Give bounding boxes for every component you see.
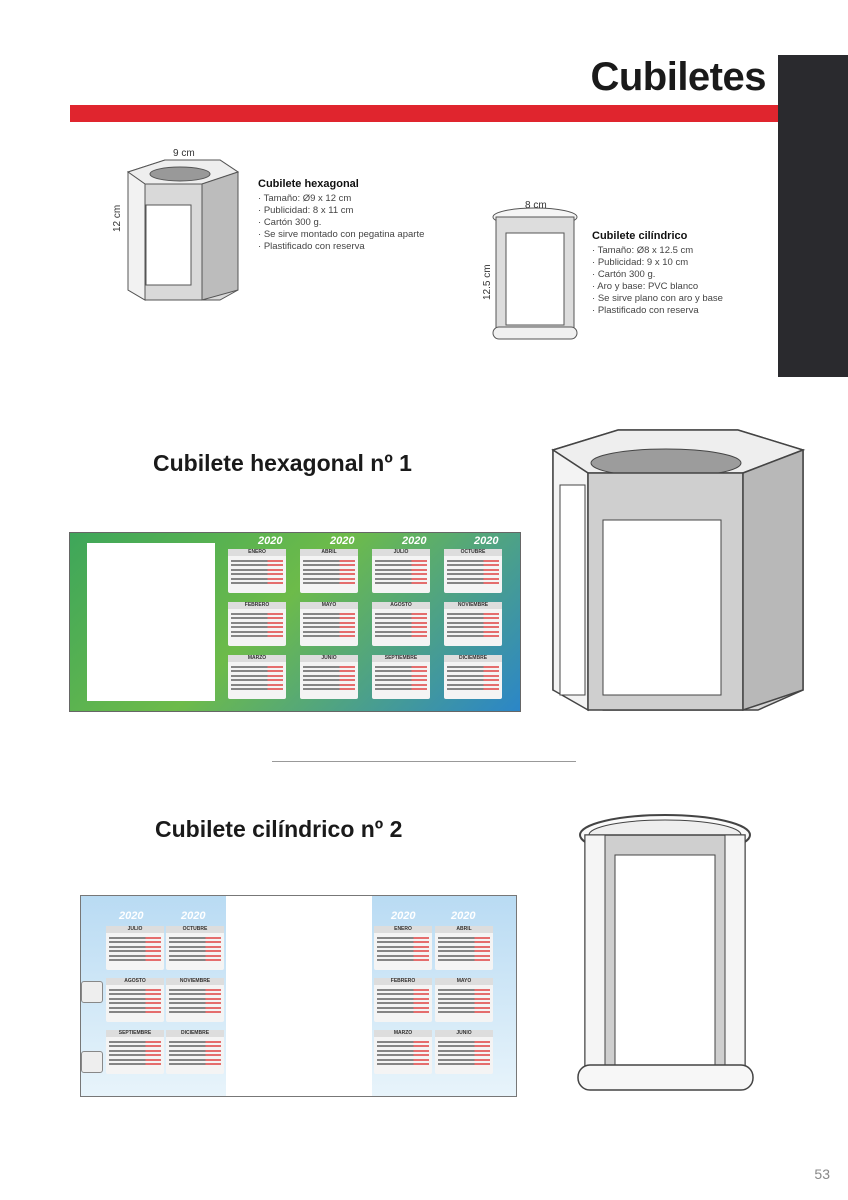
month-name: NOVIEMBRE bbox=[166, 978, 224, 985]
hexagonal-spec: Cubilete hexagonal Tamaño: Ø9 x 12 cm Pu… bbox=[258, 178, 458, 253]
section-title-hexagonal: Cubilete hexagonal nº 1 bbox=[153, 450, 412, 476]
calendar-month: MARZO bbox=[374, 1030, 432, 1074]
spec-item: Publicidad: 8 x 11 cm bbox=[258, 205, 458, 217]
hexagonal-diagram bbox=[126, 159, 240, 301]
calendar-month: MAYO bbox=[300, 602, 358, 646]
month-name: MARZO bbox=[374, 1030, 432, 1037]
year-label: 2020 bbox=[181, 910, 206, 922]
page-title: Cubiletes bbox=[590, 55, 766, 99]
spec-item: Plastificado con reserva bbox=[258, 241, 458, 253]
advertising-area bbox=[226, 896, 372, 1096]
spec-item: Se sirve plano con aro y base bbox=[592, 293, 772, 305]
spec-item: Tamaño: Ø9 x 12 cm bbox=[258, 193, 458, 205]
month-name: OCTUBRE bbox=[444, 549, 502, 556]
hexagonal-cup-illustration bbox=[551, 429, 806, 712]
year-label: 2020 bbox=[119, 910, 144, 922]
year-label: 2020 bbox=[330, 535, 355, 547]
cylindrical-spec-title: Cubilete cilíndrico bbox=[592, 230, 688, 242]
calendar-strip-hexagonal: 2020 2020 2020 2020 ENERO ABRIL JULIO OCTUB… bbox=[69, 532, 521, 712]
advertising-area bbox=[87, 543, 215, 701]
month-name: FEBRERO bbox=[374, 978, 432, 985]
spec-item: Aro y base: PVC blanco bbox=[592, 281, 772, 293]
spec-item: Se sirve montado con pegatina aparte bbox=[258, 229, 458, 241]
cylindrical-height-label: 12.5 cm bbox=[482, 264, 493, 300]
month-name: AGOSTO bbox=[372, 602, 430, 609]
year-label: 2020 bbox=[451, 910, 476, 922]
month-name: JUNIO bbox=[435, 1030, 493, 1037]
section-tab bbox=[778, 55, 848, 377]
month-name: ABRIL bbox=[300, 549, 358, 556]
month-name: NOVIEMBRE bbox=[444, 602, 502, 609]
year-label: 2020 bbox=[402, 535, 427, 547]
month-name: MAYO bbox=[300, 602, 358, 609]
month-name: OCTUBRE bbox=[166, 926, 224, 933]
month-name: MAYO bbox=[435, 978, 493, 985]
calendar-month: ENERO bbox=[228, 549, 286, 593]
calendar-month: AGOSTO bbox=[372, 602, 430, 646]
calendar-month: OCTUBRE bbox=[166, 926, 224, 970]
calendar-month: DICIEMBRE bbox=[444, 655, 502, 699]
calendar-month: FEBRERO bbox=[228, 602, 286, 646]
month-name: MARZO bbox=[228, 655, 286, 662]
month-name: JULIO bbox=[372, 549, 430, 556]
month-name: DICIEMBRE bbox=[444, 655, 502, 662]
spec-item: Cartón 300 g. bbox=[258, 217, 458, 229]
calendar-month: ABRIL bbox=[435, 926, 493, 970]
month-name: ENERO bbox=[374, 926, 432, 933]
month-name: JUNIO bbox=[300, 655, 358, 662]
calendar-month: NOVIEMBRE bbox=[444, 602, 502, 646]
cylindrical-cup-illustration bbox=[577, 814, 754, 1091]
cylindrical-diagram bbox=[492, 207, 578, 340]
month-name: SEPTIEMBRE bbox=[106, 1030, 164, 1037]
hexagonal-height-label: 12 cm bbox=[112, 204, 123, 232]
calendar-month: MAYO bbox=[435, 978, 493, 1022]
calendar-month: SEPTIEMBRE bbox=[372, 655, 430, 699]
month-name: ENERO bbox=[228, 549, 286, 556]
tab-icon bbox=[81, 981, 103, 1003]
spec-item: Plastificado con reserva bbox=[592, 305, 772, 317]
month-name: JULIO bbox=[106, 926, 164, 933]
month-name: SEPTIEMBRE bbox=[372, 655, 430, 662]
cylindrical-width-label: 8 cm bbox=[525, 200, 547, 211]
month-name: DICIEMBRE bbox=[166, 1030, 224, 1037]
calendar-month: ABRIL bbox=[300, 549, 358, 593]
calendar-month: MARZO bbox=[228, 655, 286, 699]
calendar-month: FEBRERO bbox=[374, 978, 432, 1022]
calendar-month: JUNIO bbox=[435, 1030, 493, 1074]
month-name: FEBRERO bbox=[228, 602, 286, 609]
calendar-month: SEPTIEMBRE bbox=[106, 1030, 164, 1074]
month-name: AGOSTO bbox=[106, 978, 164, 985]
calendar-month: ENERO bbox=[374, 926, 432, 970]
calendar-month: AGOSTO bbox=[106, 978, 164, 1022]
calendar-month: DICIEMBRE bbox=[166, 1030, 224, 1074]
year-label: 2020 bbox=[258, 535, 283, 547]
calendar-month: JULIO bbox=[106, 926, 164, 970]
calendar-month: NOVIEMBRE bbox=[166, 978, 224, 1022]
spec-item: Cartón 300 g. bbox=[592, 269, 772, 281]
tab-icon bbox=[81, 1051, 103, 1073]
page-number: 53 bbox=[814, 1166, 830, 1182]
hexagonal-spec-title: Cubilete hexagonal bbox=[258, 178, 359, 190]
cylindrical-spec: Cubilete cilíndrico Tamaño: Ø8 x 12.5 cm… bbox=[592, 230, 772, 317]
month-name: ABRIL bbox=[435, 926, 493, 933]
year-label: 2020 bbox=[391, 910, 416, 922]
section-divider bbox=[272, 761, 576, 762]
calendar-month: JUNIO bbox=[300, 655, 358, 699]
calendar-strip-cylindrical: 2020 2020 2020 2020 JULIO ENERO OCTUBRE ABR… bbox=[80, 895, 517, 1097]
section-title-cylindrical: Cubilete cilíndrico nº 2 bbox=[155, 816, 403, 842]
spec-item: Publicidad: 9 x 10 cm bbox=[592, 257, 772, 269]
calendar-month: OCTUBRE bbox=[444, 549, 502, 593]
calendar-month: JULIO bbox=[372, 549, 430, 593]
spec-item: Tamaño: Ø8 x 12.5 cm bbox=[592, 245, 772, 257]
hexagonal-width-label: 9 cm bbox=[173, 148, 195, 159]
header-rule bbox=[70, 105, 778, 122]
year-label: 2020 bbox=[474, 535, 499, 547]
